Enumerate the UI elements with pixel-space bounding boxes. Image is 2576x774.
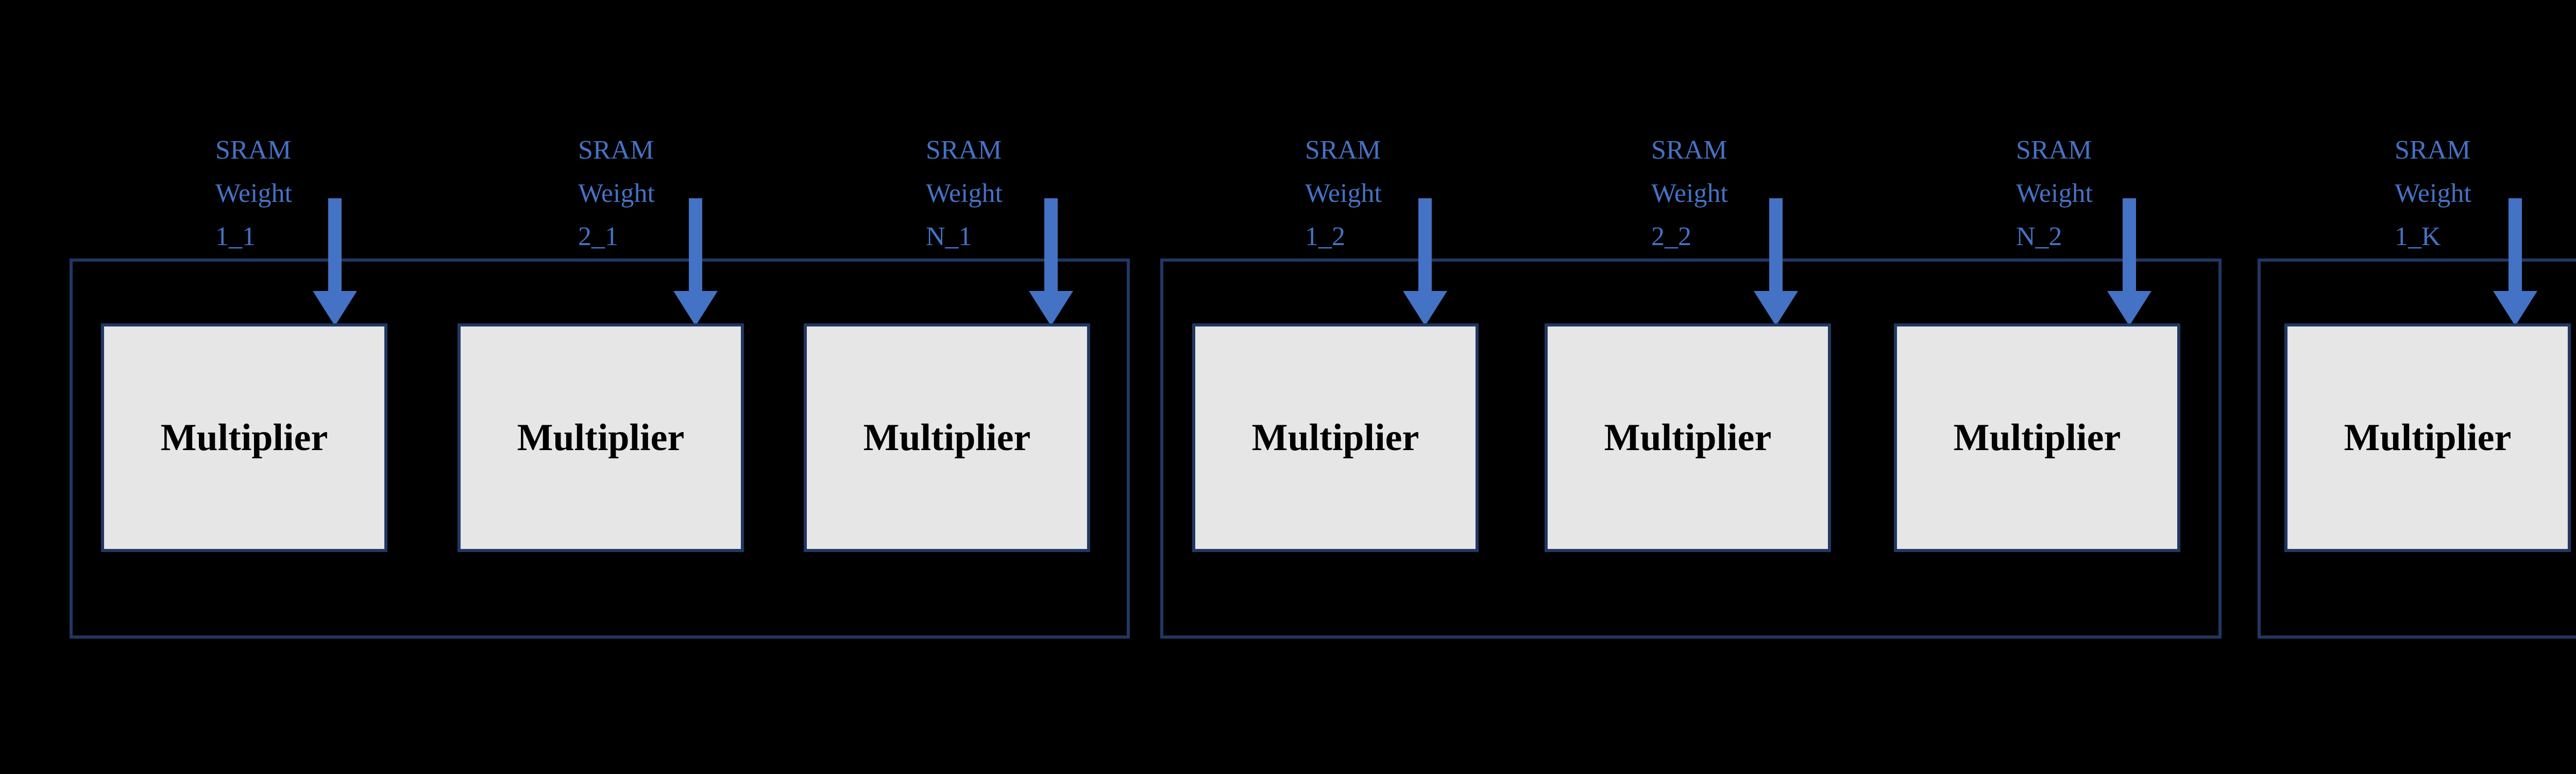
sram-weight-label-2-1: SRAM Weight 2_1 — [578, 129, 702, 259]
multiplier-label: Multiplier — [1604, 417, 1772, 459]
multiplier-box-2-2[interactable]: Multiplier — [1545, 323, 1831, 552]
multiplier-box-1-1[interactable]: Multiplier — [101, 323, 387, 552]
sram-label-line-2: Weight — [215, 179, 292, 208]
sram-weight-label-N-1: SRAM Weight N_1 — [926, 129, 1049, 259]
multiplier-label: Multiplier — [1251, 417, 1419, 459]
sram-weight-label-N-2: SRAM Weight N_2 — [2016, 129, 2140, 259]
sram-weight-label-1-2: SRAM Weight 1_2 — [1305, 129, 1429, 259]
multiplier-box-N-1[interactable]: Multiplier — [804, 323, 1090, 552]
sram-label-line-2: Weight — [1305, 179, 1382, 208]
sram-label-line-2: Weight — [2016, 179, 2093, 208]
sram-label-line-3: 1_K — [2395, 222, 2441, 251]
sram-label-line-1: SRAM — [926, 135, 1002, 165]
sram-label-line-3: 1_2 — [1305, 222, 1345, 251]
sram-label-line-2: Weight — [1651, 179, 1728, 208]
sram-label-line-1: SRAM — [1651, 135, 1727, 165]
multiplier-label: Multiplier — [1953, 417, 2121, 459]
sram-label-line-1: SRAM — [215, 135, 292, 165]
multiplier-box-N-2[interactable]: Multiplier — [1894, 323, 2180, 552]
sram-label-line-3: N_2 — [2016, 222, 2062, 251]
sram-label-line-2: Weight — [926, 179, 1003, 208]
sram-label-line-3: N_1 — [926, 222, 972, 251]
sram-label-line-2: Weight — [578, 179, 655, 208]
multiplier-box-1-2[interactable]: Multiplier — [1192, 323, 1479, 552]
sram-label-line-3: 2_1 — [578, 222, 618, 251]
sram-weight-label-1-1: SRAM Weight 1_1 — [215, 129, 339, 259]
group-box-column-K — [2258, 259, 2576, 639]
multiplier-label: Multiplier — [863, 417, 1031, 459]
sram-weight-label-2-2: SRAM Weight 2_2 — [1651, 129, 1775, 259]
sram-label-line-3: 2_2 — [1651, 222, 1691, 251]
sram-label-line-1: SRAM — [2395, 135, 2471, 165]
sram-weight-label-1-K: SRAM Weight 1_K — [2395, 129, 2518, 259]
sram-label-line-1: SRAM — [1305, 135, 1381, 165]
sram-label-line-1: SRAM — [2016, 135, 2092, 165]
multiplier-label: Multiplier — [517, 417, 685, 459]
sram-label-line-3: 1_1 — [215, 222, 256, 251]
group-box-column-1 — [70, 259, 1130, 639]
sram-label-line-1: SRAM — [578, 135, 654, 165]
group-box-column-2 — [1160, 259, 2222, 639]
multiplier-box-2-1[interactable]: Multiplier — [457, 323, 744, 552]
multiplier-label: Multiplier — [2344, 417, 2512, 459]
multiplier-label: Multiplier — [160, 417, 328, 459]
multiplier-box-1-K[interactable]: Multiplier — [2284, 323, 2571, 552]
sram-label-line-2: Weight — [2395, 179, 2471, 208]
